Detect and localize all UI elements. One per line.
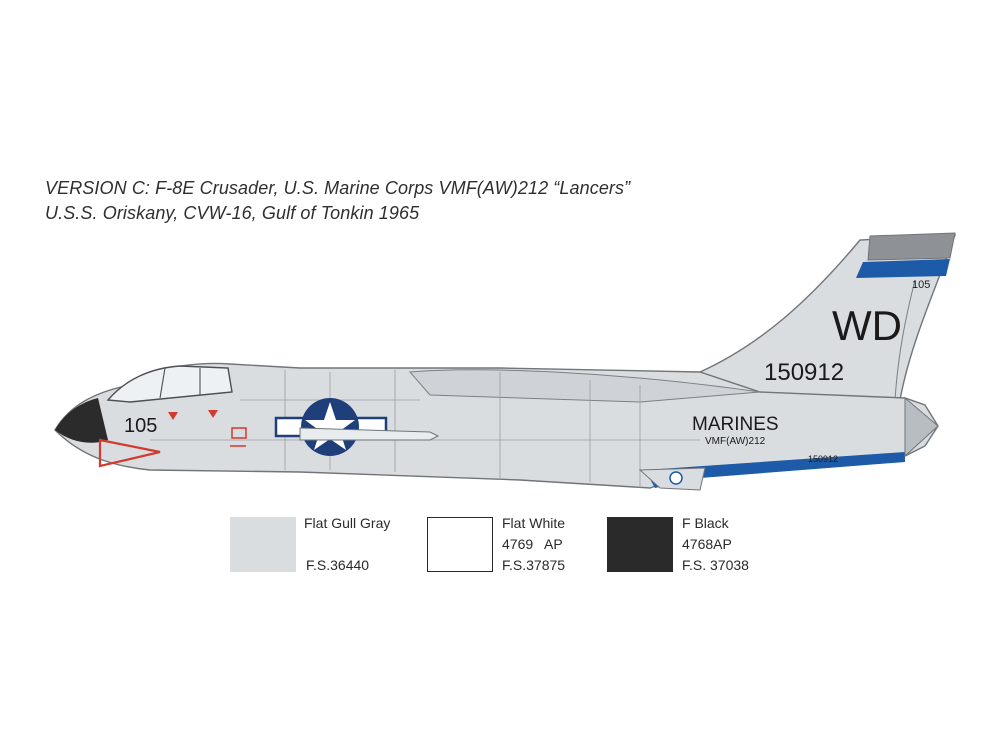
small-serial: 150912: [808, 454, 838, 464]
caption-line-2: U.S.S. Oriskany, CVW-16, Gulf of Tonkin …: [45, 203, 420, 223]
radome: [55, 398, 108, 443]
fin-tip-cap: [867, 232, 956, 261]
caption: VERSION C: F-8E Crusader, U.S. Marine Co…: [45, 176, 630, 226]
rudder-line: [894, 279, 916, 401]
swatch-name: Flat Gull Gray: [304, 515, 391, 531]
swatch-name: Flat White: [502, 515, 566, 531]
tail-code: WD: [832, 302, 902, 349]
swatch-box-black: [607, 517, 673, 572]
missile: [299, 427, 440, 441]
canopy-frame: [159, 367, 201, 399]
wing: [408, 369, 761, 403]
insignia-star: [305, 402, 355, 450]
nose-modex: 105: [124, 415, 157, 437]
service-marking: MARINES: [692, 414, 779, 435]
squadron-marking: VMF(AW)212: [705, 436, 766, 447]
red-small-markings: [230, 427, 247, 447]
swatch-code: F.S. 37038: [682, 557, 749, 573]
fin-modex: 105: [912, 279, 930, 291]
intake-warning-arrow: [98, 438, 161, 468]
caption-line-1: VERSION C: F-8E Crusader, U.S. Marine Co…: [45, 178, 631, 198]
tail-pipe: [904, 396, 939, 458]
fin-blue-stripe: [856, 259, 950, 278]
swatch-code: 4769 AP: [502, 536, 563, 552]
swatch-code: F.S.36440: [306, 557, 370, 573]
swatch-code: 4768AP: [682, 536, 732, 552]
swatch-name: F Black: [682, 515, 729, 531]
red-triangles: [168, 410, 218, 420]
belly-blue-stripe: [645, 452, 905, 488]
swatch-box-flat-white: [427, 517, 493, 572]
serial-number: 150912: [764, 359, 844, 386]
canopy: [106, 365, 233, 403]
ventral-insignia: [669, 471, 683, 485]
swatch-code: F.S.37875: [502, 557, 566, 573]
swatch-box-gull-gray: [230, 517, 296, 572]
